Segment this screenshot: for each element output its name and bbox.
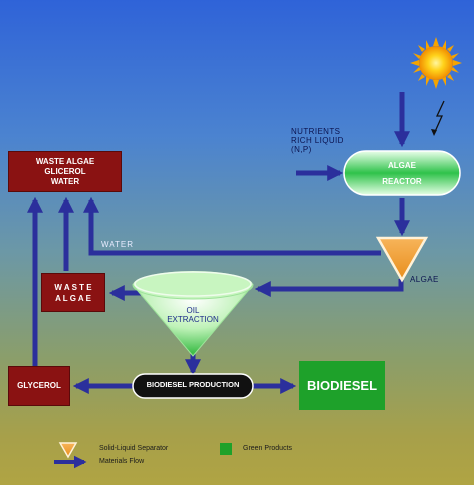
oil-line: OIL — [186, 306, 200, 315]
biodiesel-box: BIODIESEL — [299, 361, 385, 410]
oil-extraction-funnel — [132, 271, 254, 357]
waste-algae-glicerol-water-box: WASTE ALGAE GLICEROL WATER — [8, 151, 122, 192]
lightning-icon — [431, 100, 445, 136]
algae-line: A L G A E — [55, 293, 91, 303]
biodiesel-production-label: BIODIESEL PRODUCTION — [146, 380, 240, 389]
nutrients-line-3: (N,P) — [291, 145, 312, 154]
algae-label: ALGAE — [410, 275, 439, 284]
reactor-line-1: ALGAE — [388, 161, 416, 170]
extraction-line: EXTRACTION — [167, 315, 219, 324]
nutrients-line-1: NUTRIENTS — [291, 127, 341, 136]
nutrients-line-2: RICH LIQUID — [291, 136, 344, 145]
glycerol-box: GLYCEROL — [8, 366, 70, 406]
box-line-waste-algae: WASTE ALGAE — [35, 156, 95, 166]
separator-triangle — [375, 236, 429, 283]
nutrients-label: NUTRIENTS RICH LIQUID (N,P) — [291, 127, 344, 154]
legend-green-label: Green Products — [243, 445, 293, 452]
biodiesel-production-pill — [132, 373, 254, 399]
arrow-algae-to-extraction — [254, 279, 404, 298]
legend-flow-label: Materials Flow — [99, 458, 145, 465]
oil-extraction-label: OIL EXTRACTION — [163, 306, 223, 324]
water-label: WATER — [101, 240, 134, 249]
waste-algae-box: W A S T E A L G A E — [41, 273, 105, 312]
sun-icon — [410, 37, 462, 89]
reactor-line-2: REACTOR — [382, 177, 422, 186]
arrow-water-return — [82, 196, 381, 256]
box-line-water: WATER — [50, 176, 80, 186]
algae-reactor — [343, 150, 461, 196]
legend-green-swatch — [220, 443, 232, 455]
waste-line: W A S T E — [54, 282, 92, 292]
box-line-glicerol: GLICEROL — [44, 166, 86, 176]
reactor-label: ALGAE REACTOR — [344, 158, 460, 190]
legend-separator-label: Solid-Liquid Separator — [99, 445, 169, 452]
legend-separator-icon — [58, 442, 78, 459]
